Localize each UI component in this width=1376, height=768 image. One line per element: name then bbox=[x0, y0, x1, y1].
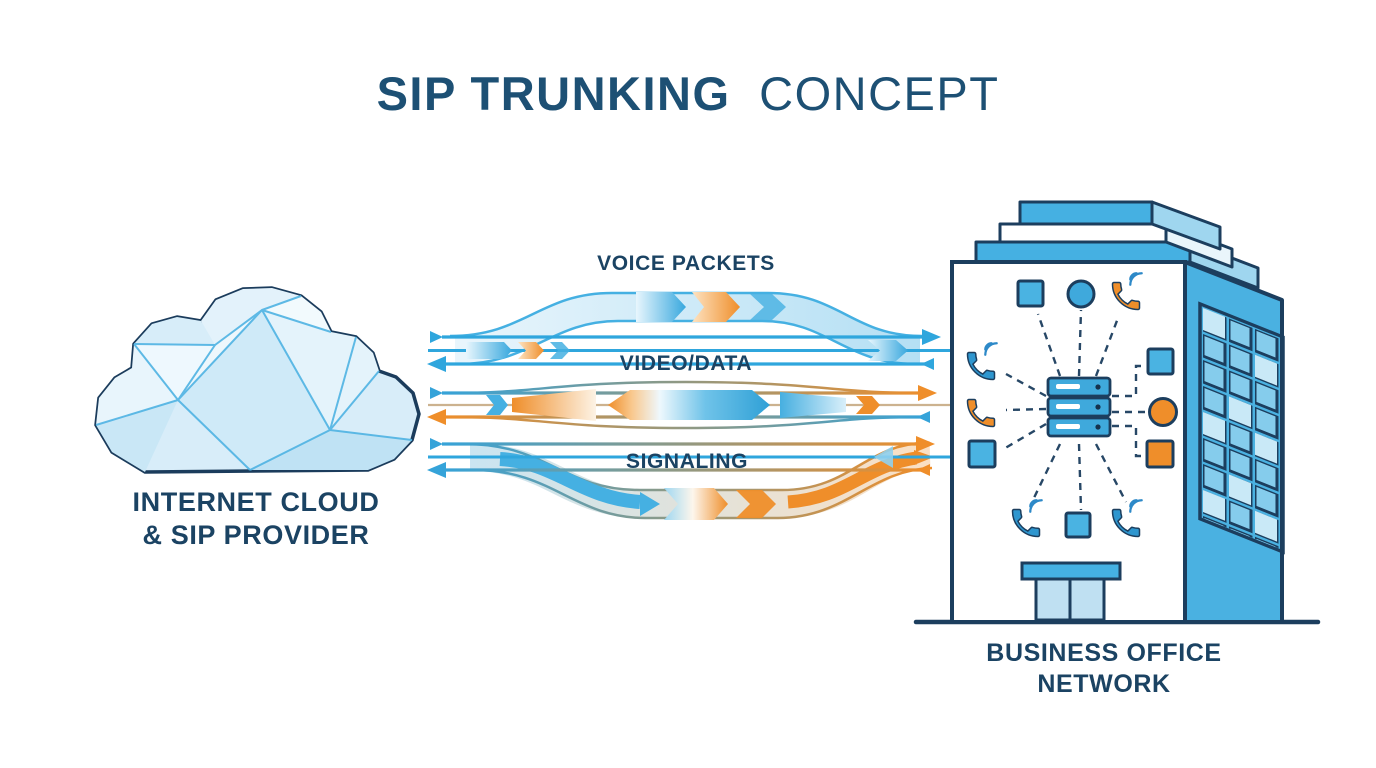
video-packet-capsule bbox=[608, 390, 770, 420]
video-arrowhead-left bbox=[427, 409, 446, 425]
roof-slab-bottom bbox=[974, 240, 1192, 264]
square-endpoint-icon bbox=[1064, 511, 1092, 539]
video-packet-trapezoid-blue bbox=[780, 392, 846, 418]
video-end-tick bbox=[917, 411, 930, 423]
signaling-arrowhead-left bbox=[427, 462, 446, 478]
voice-pipe-band bbox=[454, 292, 921, 365]
signaling-packet-gradient bbox=[664, 488, 728, 520]
cloud-label-line2: & SIP PROVIDER bbox=[142, 520, 370, 550]
door-header bbox=[1020, 561, 1122, 581]
video-arrowhead-right bbox=[918, 385, 937, 401]
window-grid-frame bbox=[1198, 301, 1285, 555]
voice-bump-packet-chevron bbox=[750, 294, 786, 320]
voice-packet-chevron-left bbox=[550, 342, 570, 359]
building-label-line1: BUSINESS OFFICE bbox=[986, 639, 1222, 667]
signaling-band-orange bbox=[787, 451, 918, 509]
video-packet-chevron-right bbox=[856, 396, 880, 414]
flow-label-voice-packets: VOICE PACKETS bbox=[597, 252, 775, 275]
video-packet-chevron-left bbox=[486, 395, 508, 415]
cloud-label-line1: INTERNET CLOUD bbox=[132, 487, 380, 517]
voice-packet-blue-left bbox=[466, 342, 512, 359]
server-unit bbox=[1046, 396, 1112, 418]
video-pipe-wall-top bbox=[451, 380, 921, 395]
server-stack-icon bbox=[1046, 376, 1112, 438]
signaling-start-tick bbox=[430, 438, 443, 450]
square-endpoint-icon bbox=[1145, 439, 1175, 469]
voice-bump-packet-orange bbox=[692, 292, 740, 322]
office-building-illustration bbox=[913, 200, 1321, 625]
square-endpoint-icon bbox=[967, 439, 997, 469]
signaling-end-tick bbox=[917, 464, 930, 476]
network-connectors bbox=[1001, 309, 1146, 511]
flow-label-signaling: SIGNALING bbox=[625, 450, 749, 473]
signaling-arrowhead-right bbox=[916, 436, 935, 452]
signaling-packet-orange-chevron bbox=[736, 490, 776, 518]
building-label: BUSINESS OFFICE NETWORK bbox=[986, 638, 1221, 700]
building-label-line2: NETWORK bbox=[1037, 670, 1171, 698]
circle-endpoint-icon bbox=[1066, 279, 1096, 309]
voice-pipe-wall-top bbox=[449, 291, 923, 338]
voice-start-tick bbox=[430, 331, 443, 343]
video-pipe-wall-bottom bbox=[451, 415, 921, 430]
voice-packet-orange-left bbox=[518, 342, 544, 359]
roof-slab-top bbox=[1018, 200, 1154, 226]
server-unit bbox=[1046, 416, 1112, 438]
building-windows bbox=[1198, 301, 1285, 555]
page-title: SIP TRUNKING CONCEPT bbox=[0, 66, 1376, 121]
voice-packet-blue-right bbox=[868, 340, 908, 361]
window-cell-highlights bbox=[1203, 308, 1277, 542]
video-packet-trapezoid-orange bbox=[512, 389, 596, 421]
building-door bbox=[1020, 561, 1122, 622]
square-endpoint-icon bbox=[1146, 347, 1175, 376]
signaling-band-blue-tip bbox=[640, 492, 660, 516]
voice-arrowhead-left bbox=[427, 356, 446, 372]
signaling-band-blue bbox=[499, 452, 641, 509]
cloud-label: INTERNET CLOUD & SIP PROVIDER bbox=[133, 486, 380, 552]
server-unit bbox=[1046, 376, 1112, 398]
cloud-facet-lines bbox=[95, 295, 413, 471]
voice-arrowhead-right bbox=[922, 329, 941, 345]
voice-bump-packet-blue bbox=[636, 292, 686, 322]
signaling-packet-lightblue-chevron bbox=[874, 446, 893, 468]
voice-end-tick bbox=[921, 358, 934, 370]
endpoint-icons bbox=[966, 272, 1178, 539]
internet-cloud-illustration bbox=[94, 286, 421, 474]
page-title-primary: SIP TRUNKING bbox=[376, 67, 731, 120]
flow-label-video-data: VIDEO/DATA bbox=[619, 352, 753, 375]
roof-slab-middle bbox=[998, 222, 1168, 244]
flow-signaling bbox=[427, 436, 955, 520]
video-start-tick bbox=[430, 387, 443, 399]
circle-endpoint-icon bbox=[1148, 397, 1178, 427]
signaling-pipe-wall-bottom bbox=[474, 466, 933, 520]
page-title-secondary: CONCEPT bbox=[759, 67, 1000, 120]
building-roof bbox=[974, 200, 1260, 290]
voice-pipe-wall-bottom bbox=[459, 319, 917, 366]
square-endpoint-icon bbox=[1016, 279, 1045, 308]
flow-voice-packets bbox=[427, 291, 955, 372]
flow-video-data bbox=[427, 380, 955, 430]
